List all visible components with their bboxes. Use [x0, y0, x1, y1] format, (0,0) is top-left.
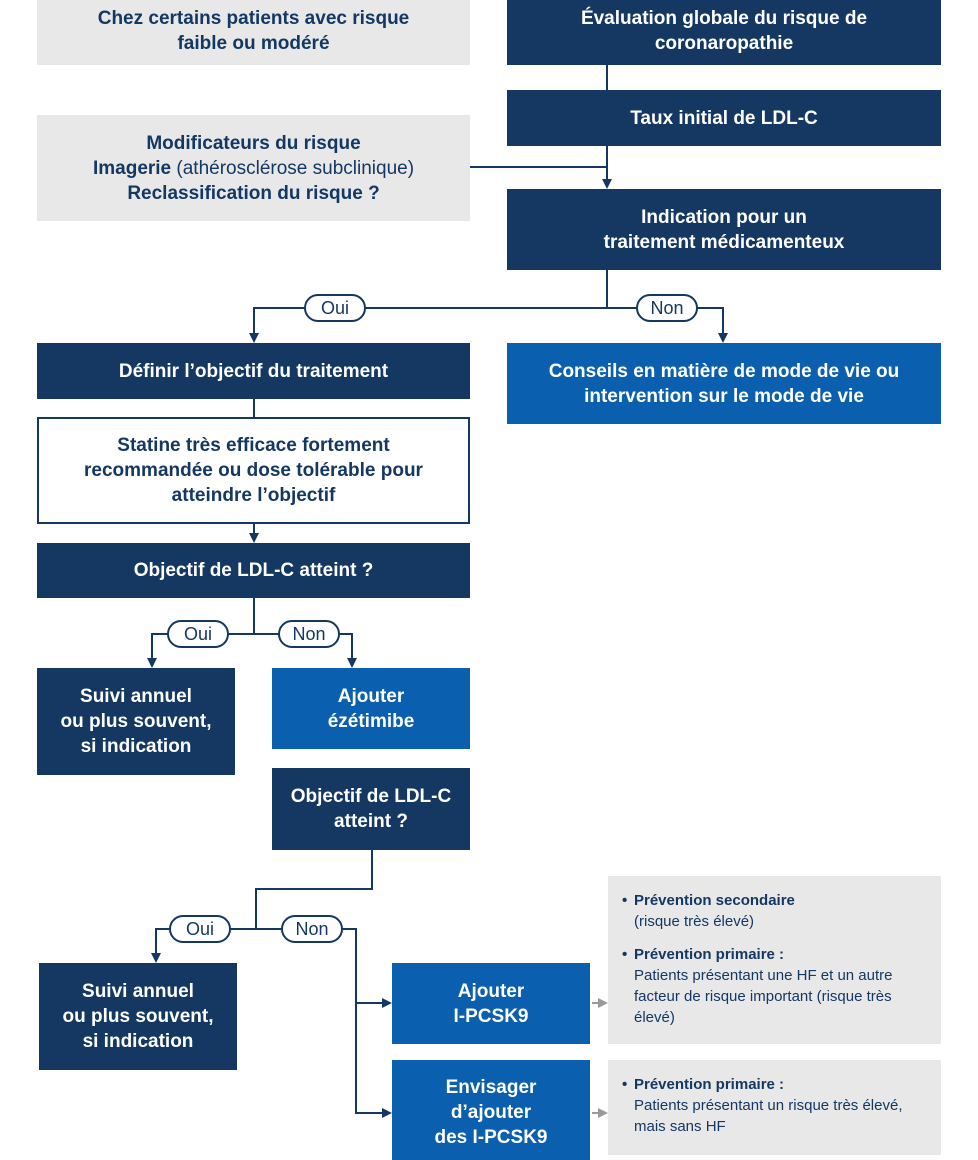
yes-label: Oui	[169, 915, 231, 943]
ldl-goal-reached-box-2: Objectif de LDL-C atteint ?	[272, 768, 470, 850]
box-text-line: I-PCSK9	[453, 1005, 529, 1027]
box-text-line: ou plus souvent,	[60, 711, 212, 732]
note-body: (risque très élevé)	[634, 913, 755, 930]
note-body: Patients présentant un risque très élevé…	[634, 1097, 903, 1135]
ldl-goal-reached-box-1: Objectif de LDL-C atteint ?	[37, 543, 470, 598]
annual-followup-box-1: Suivi annuel ou plus souvent, si indicat…	[37, 668, 235, 775]
yes-label: Oui	[167, 620, 229, 648]
box-text-line: faible ou modéré	[177, 32, 330, 54]
box-text-line: Objectif de LDL-C	[290, 786, 452, 807]
note-heading: Prévention secondaire	[634, 892, 795, 909]
box-text-line: Conseils en matière de mode de vie ou	[548, 360, 900, 382]
box-text-line: si indication	[82, 1031, 194, 1052]
low-risk-patients-box: Chez certains patients avec risque faibl…	[37, 0, 470, 65]
note-item: • Prévention primaire : Patients présent…	[622, 944, 929, 1028]
connector-check2-split	[151, 850, 373, 963]
box-text-line: ou plus souvent,	[62, 1006, 214, 1027]
bullet-icon: •	[622, 1076, 628, 1093]
box-text-line: Suivi annuel	[80, 686, 192, 707]
no-label: Non	[281, 915, 343, 943]
note-heading: Prévention primaire :	[634, 946, 785, 963]
box-text-line: Envisager	[445, 1077, 537, 1098]
note-item: • Prévention secondaire (risque très éle…	[622, 890, 929, 932]
box-text-line: Ajouter	[457, 980, 525, 1002]
global-risk-evaluation-box: Évaluation globale du risque de coronaro…	[507, 0, 941, 65]
box-text-line: Indication pour un	[641, 206, 807, 228]
bullet-icon: •	[622, 946, 628, 963]
no-label: Non	[636, 294, 698, 322]
define-treatment-goal-box: Définir l’objectif du traitement	[37, 343, 470, 399]
box-text-line: Objectif de LDL-C atteint ?	[133, 560, 374, 581]
connector-indication-split	[249, 270, 608, 343]
drug-treatment-indication-box: Indication pour un traitement médicament…	[507, 189, 941, 270]
box-text-line: Chez certains patients avec risque	[97, 7, 410, 29]
box-text-line: atteindre l’objectif	[171, 485, 336, 506]
box-text-line: recommandée ou dose tolérable pour	[84, 460, 423, 481]
note-item: • Prévention primaire : Patients présent…	[622, 1074, 929, 1137]
initial-ldl-box: Taux initial de LDL-C	[507, 90, 941, 146]
box-text-line: Reclassification du risque ?	[127, 182, 380, 204]
box-text-line: Modificateurs du risque	[146, 132, 361, 154]
box-text-line: ézétimibe	[327, 710, 415, 732]
box-text-line: traitement médicamenteux	[603, 231, 845, 253]
note-body: Patients présentant une HF et un autre f…	[634, 967, 893, 1026]
box-text-line: Définir l’objectif du traitement	[118, 360, 389, 382]
imaging-detail: (athérosclérose subclinique)	[176, 157, 415, 179]
box-text-line: des I-PCSK9	[434, 1127, 548, 1148]
box-text-line: Évaluation globale du risque de	[580, 7, 868, 29]
imaging-label: Imagerie	[92, 157, 172, 179]
statin-recommendation-box: Statine très efficace fortement recomman…	[37, 417, 470, 524]
box-text-line: Suivi annuel	[82, 981, 194, 1002]
bullet-icon: •	[622, 892, 628, 909]
yes-label: Oui	[304, 294, 366, 322]
connector-check2-no-consider	[355, 1003, 392, 1118]
box-text-line: Imagerie (athérosclérose subclinique)	[93, 156, 414, 181]
box-text-line: Taux initial de LDL-C	[630, 107, 818, 129]
box-text-line: si indication	[80, 736, 192, 757]
box-text-line: Ajouter	[337, 685, 405, 707]
box-text-line: Statine très efficace fortement	[117, 435, 390, 456]
risk-modifiers-box: Modificateurs du risque Imagerie (athéro…	[37, 115, 470, 221]
box-text-line: atteint ?	[334, 811, 408, 832]
no-label: Non	[278, 620, 340, 648]
box-text-line: intervention sur le mode de vie	[584, 385, 864, 407]
add-pcsk9-box: Ajouter I-PCSK9	[392, 963, 590, 1044]
consider-pcsk9-note: • Prévention primaire : Patients présent…	[608, 1060, 941, 1155]
annual-followup-box-2: Suivi annuel ou plus souvent, si indicat…	[39, 963, 237, 1070]
note-heading: Prévention primaire :	[634, 1076, 785, 1093]
box-text-line: d’ajouter	[450, 1102, 532, 1123]
consider-pcsk9-box: Envisager d’ajouter des I-PCSK9	[392, 1060, 590, 1160]
lifestyle-advice-box: Conseils en matière de mode de vie ou in…	[507, 343, 941, 424]
pcsk9-indications-note: • Prévention secondaire (risque très éle…	[608, 876, 941, 1044]
box-text-line: coronaropathie	[654, 32, 794, 54]
add-ezetimibe-box: Ajouter ézétimibe	[272, 668, 470, 749]
